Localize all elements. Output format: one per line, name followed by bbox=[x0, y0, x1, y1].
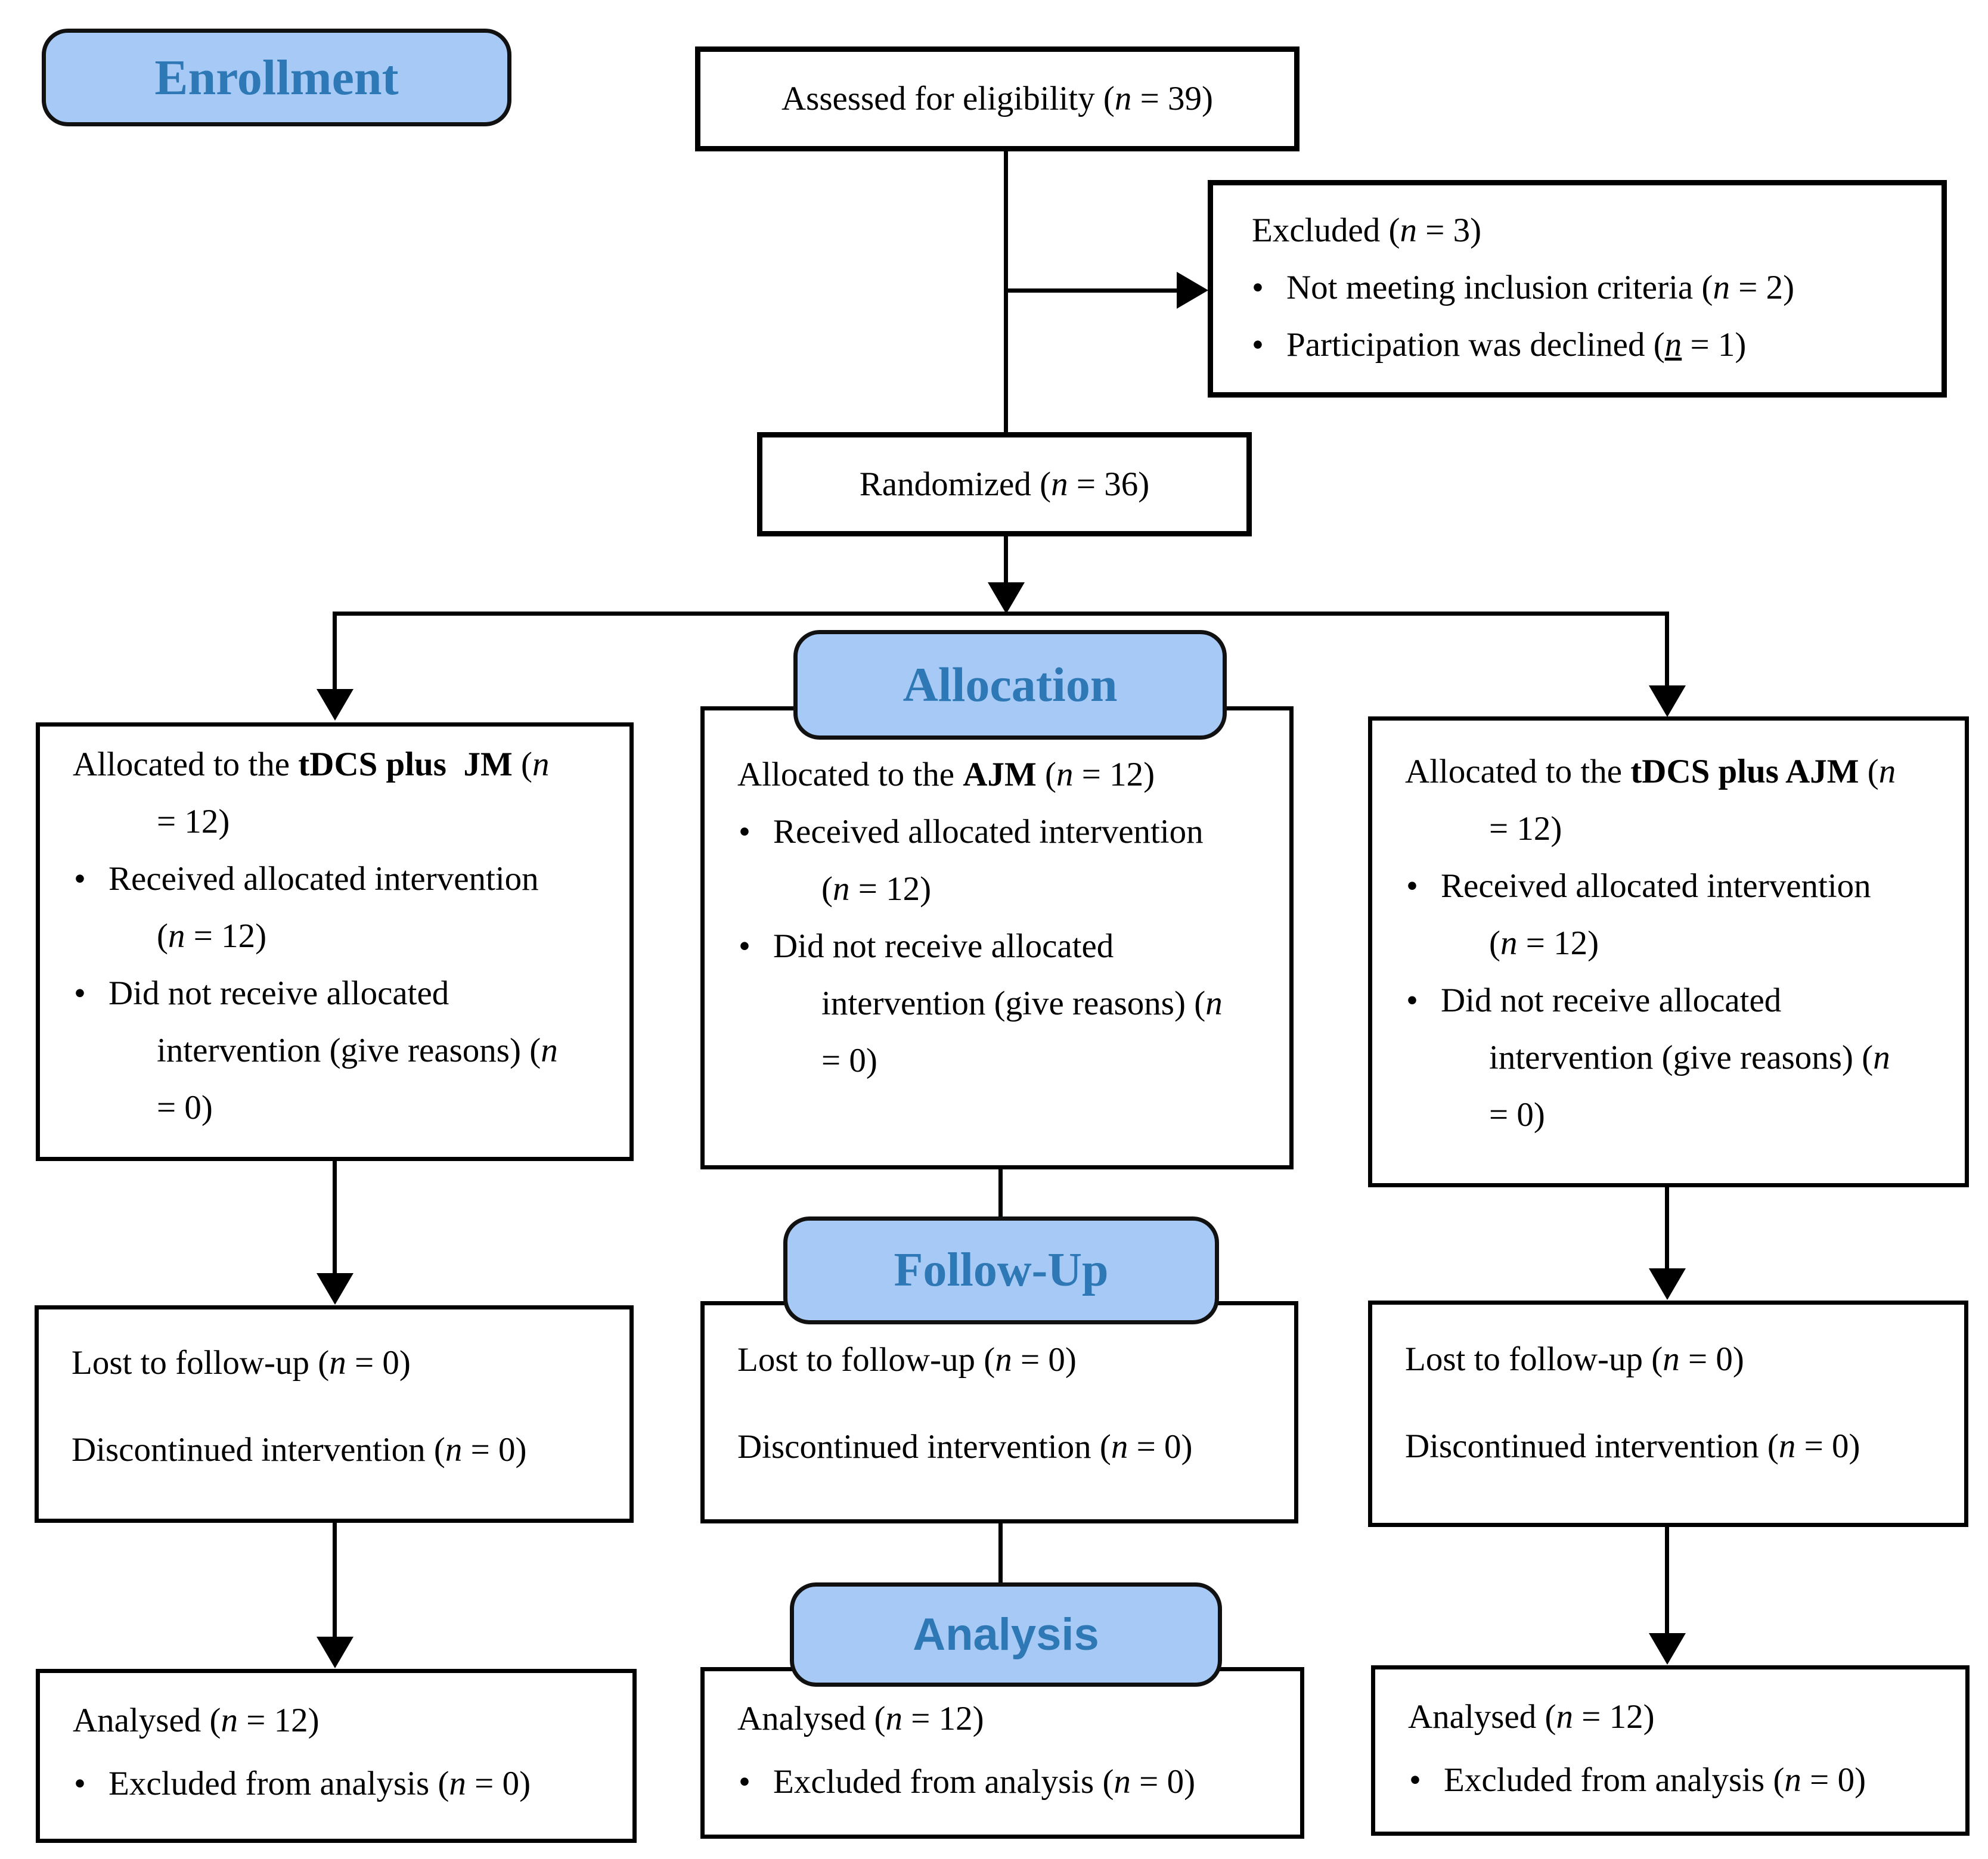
stage-label-enrollment: Enrollment bbox=[42, 29, 511, 126]
arrowhead-fu-left bbox=[317, 1273, 353, 1305]
stage-label-analysis: Analysis bbox=[790, 1582, 1222, 1687]
arrowhead-fu-right bbox=[1649, 1268, 1686, 1300]
allocation-box-tdcs-jm: Allocated to the tDCS plus JM (n = 12) R… bbox=[36, 722, 634, 1161]
alloc-mid-line: intervention (give reasons) (n bbox=[821, 985, 1223, 1022]
an-right-bullet: Excluded from analysis (n = 0) bbox=[1375, 1752, 1965, 1809]
connector-fu-analysis-left bbox=[333, 1523, 337, 1638]
excluded-box: Excluded (n = 3) Not meeting inclusion c… bbox=[1208, 180, 1947, 398]
alloc-right-line: Did not receive allocated bbox=[1372, 972, 1965, 1029]
stage-label-allocation: Allocation bbox=[793, 630, 1227, 740]
fu-right-line2: Discontinued intervention (n = 0) bbox=[1405, 1427, 1860, 1465]
alloc-mid-line: Did not receive allocated bbox=[705, 918, 1289, 975]
arrowhead-alloc-right bbox=[1649, 685, 1686, 717]
arrowhead-split bbox=[988, 582, 1025, 614]
allocation-box-tdcs-ajm: Allocated to the tDCS plus AJM (n = 12) … bbox=[1368, 716, 1969, 1187]
follow-up-box-left: Lost to follow-up (n = 0) Discontinued i… bbox=[35, 1305, 634, 1523]
connector-fu-analysis-right bbox=[1665, 1527, 1669, 1634]
alloc-right-line: intervention (give reasons) (n bbox=[1489, 1039, 1890, 1076]
an-left-title: Analysed (n = 12) bbox=[73, 1702, 320, 1739]
assessed-box: Assessed for eligibility (n = 39) bbox=[695, 46, 1300, 151]
alloc-left-line: (n = 12) bbox=[157, 917, 267, 955]
arrowhead-excluded bbox=[1177, 272, 1208, 309]
alloc-right-line: Allocated to the tDCS plus AJM (n bbox=[1405, 753, 1896, 790]
alloc-mid-line: Received allocated intervention bbox=[705, 803, 1289, 861]
follow-up-box-middle: Lost to follow-up (n = 0) Discontinued i… bbox=[700, 1301, 1298, 1523]
connector-alloc-fu-right bbox=[1665, 1187, 1669, 1270]
excluded-bullet-2: Participation was declined (n = 1) bbox=[1213, 316, 1942, 374]
follow-up-box-right: Lost to follow-up (n = 0) Discontinued i… bbox=[1368, 1301, 1968, 1527]
alloc-left-line: Did not receive allocated bbox=[40, 965, 629, 1022]
alloc-right-line: = 12) bbox=[1489, 810, 1562, 848]
stage-label-follow-up: Follow-Up bbox=[783, 1216, 1219, 1324]
alloc-left-line: Allocated to the tDCS plus JM (n bbox=[73, 746, 550, 783]
alloc-mid-line: = 0) bbox=[821, 1042, 877, 1079]
excluded-title: Excluded (n = 3) bbox=[1252, 212, 1482, 249]
analysis-box-left: Analysed (n = 12) Excluded from analysis… bbox=[36, 1669, 637, 1843]
alloc-right-line: = 0) bbox=[1489, 1096, 1545, 1134]
analysis-box-right: Analysed (n = 12) Excluded from analysis… bbox=[1371, 1665, 1970, 1836]
connector-randomized-split bbox=[1004, 534, 1008, 584]
fu-right-line1: Lost to follow-up (n = 0) bbox=[1405, 1340, 1744, 1378]
an-mid-bullet: Excluded from analysis (n = 0) bbox=[705, 1754, 1300, 1811]
allocation-box-ajm: Allocated to the AJM (n = 12) Received a… bbox=[700, 706, 1294, 1169]
alloc-left-line: intervention (give reasons) (n bbox=[157, 1032, 558, 1069]
connector-split-right bbox=[1665, 614, 1669, 687]
connector-alloc-fu-middle bbox=[998, 1169, 1003, 1217]
alloc-left-line: Received allocated intervention bbox=[40, 851, 629, 908]
fu-mid-line2: Discontinued intervention (n = 0) bbox=[737, 1428, 1193, 1466]
analysis-box-middle: Analysed (n = 12) Excluded from analysis… bbox=[700, 1667, 1304, 1839]
alloc-mid-line: (n = 12) bbox=[821, 870, 932, 908]
alloc-left-line: = 0) bbox=[157, 1089, 213, 1126]
randomized-box: Randomized (n = 36) bbox=[757, 432, 1252, 536]
alloc-mid-line: Allocated to the AJM (n = 12) bbox=[737, 756, 1155, 793]
alloc-right-line: (n = 12) bbox=[1489, 924, 1599, 962]
assessed-text: Assessed for eligibility (n = 39) bbox=[781, 80, 1213, 117]
connector-alloc-fu-left bbox=[333, 1161, 337, 1274]
randomized-text: Randomized (n = 36) bbox=[859, 465, 1150, 503]
an-right-title: Analysed (n = 12) bbox=[1408, 1698, 1655, 1736]
arrowhead-analysis-right bbox=[1649, 1633, 1686, 1665]
alloc-right-line: Received allocated intervention bbox=[1372, 858, 1965, 915]
arrowhead-alloc-left bbox=[317, 689, 353, 721]
connector-to-excluded bbox=[1006, 288, 1180, 293]
an-left-bullet: Excluded from analysis (n = 0) bbox=[40, 1755, 632, 1813]
connector-split-left bbox=[333, 614, 337, 690]
split-horizontal-line bbox=[333, 612, 1669, 616]
alloc-left-line: = 12) bbox=[157, 803, 230, 840]
excluded-bullet-1: Not meeting inclusion criteria (n = 2) bbox=[1213, 259, 1942, 316]
connector-fu-analysis-middle bbox=[998, 1523, 1003, 1583]
fu-left-line1: Lost to follow-up (n = 0) bbox=[72, 1344, 411, 1382]
fu-left-line2: Discontinued intervention (n = 0) bbox=[72, 1431, 527, 1469]
arrowhead-analysis-left bbox=[317, 1637, 353, 1668]
an-mid-title: Analysed (n = 12) bbox=[737, 1700, 984, 1737]
connector-assessed-randomized bbox=[1004, 151, 1008, 432]
fu-mid-line1: Lost to follow-up (n = 0) bbox=[737, 1341, 1077, 1379]
